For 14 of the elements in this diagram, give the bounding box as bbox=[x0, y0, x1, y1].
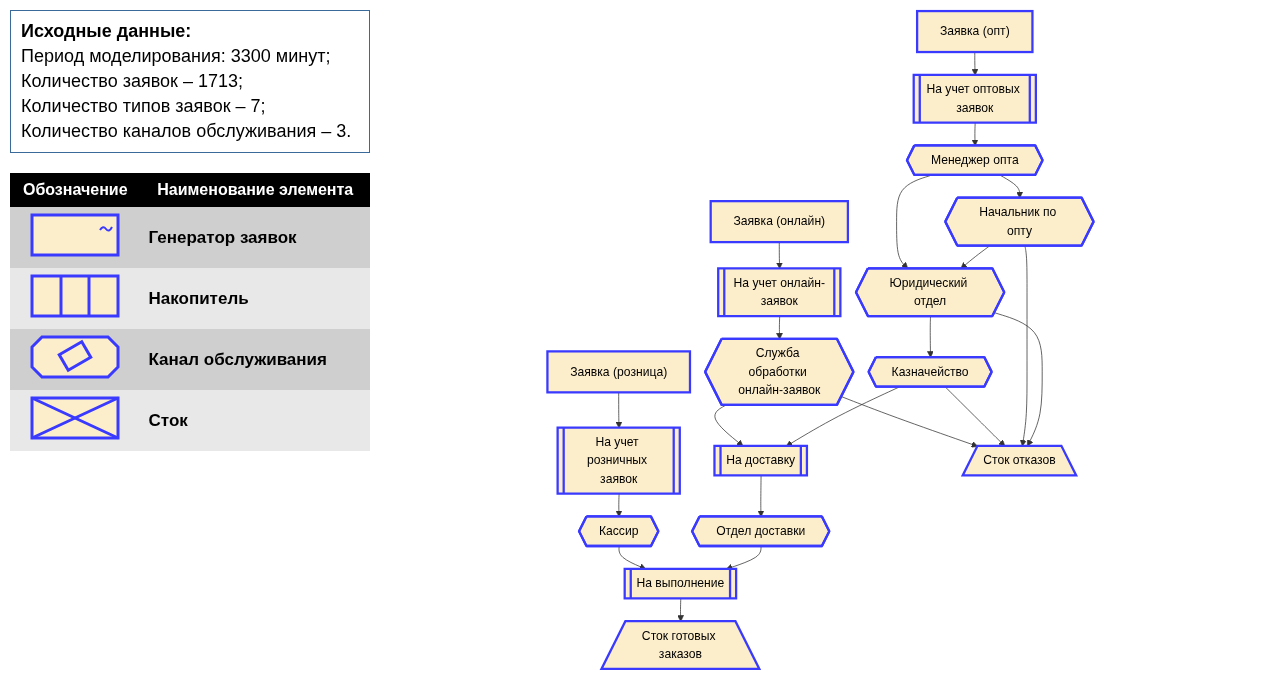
node-box: Заявка (онлайн) bbox=[709, 200, 850, 244]
table-header: Обозначение bbox=[10, 173, 141, 207]
legend-text: Накопитель bbox=[140, 268, 370, 329]
info-text: Количество заявок – 1713; bbox=[21, 70, 244, 93]
info-text: Количество каналов обслуживания – 3. bbox=[21, 120, 353, 143]
legend-text: Сток bbox=[140, 390, 370, 451]
info-text: Количество типов заявок – 7; bbox=[21, 95, 267, 118]
info-text: Период моделирования: 3300 минут; bbox=[21, 45, 332, 68]
table-header: Наименование элемента bbox=[140, 173, 370, 207]
node-box: Заявка (розница) bbox=[546, 350, 692, 394]
info-heading: Исходные данные: bbox=[21, 20, 193, 43]
node-box: Заявка (опт) bbox=[916, 9, 1034, 54]
legend-text: Канал обслуживания bbox=[140, 329, 370, 390]
legend-text: Генератор заявок bbox=[140, 207, 370, 268]
